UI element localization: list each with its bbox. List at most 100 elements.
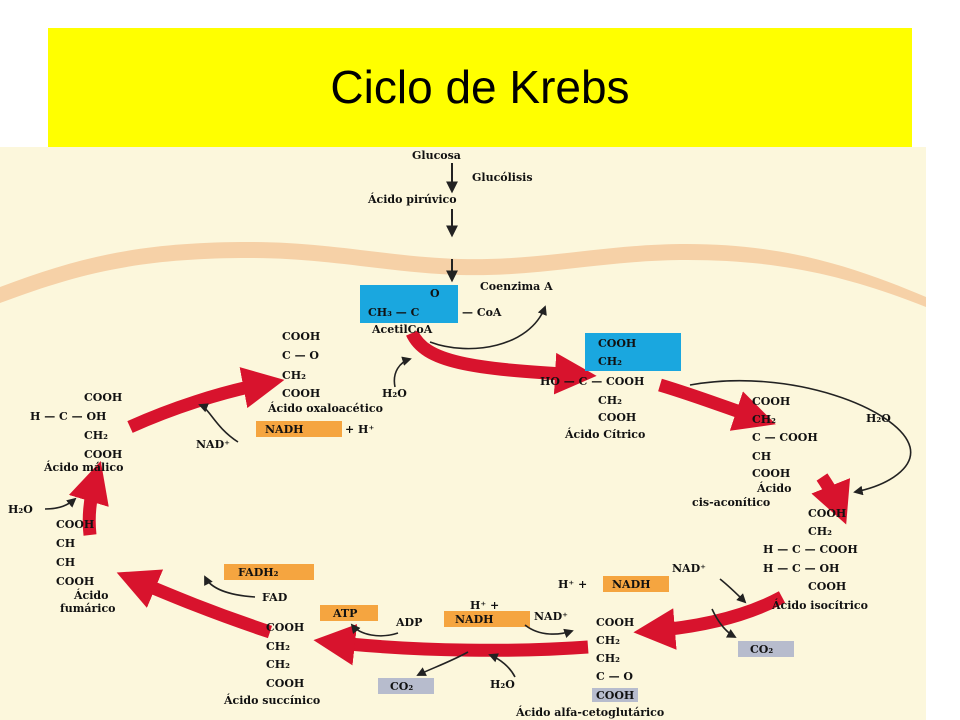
ketoglutaric-l3: CH₂ — [596, 652, 620, 665]
label-acetyl-coa: AcetilCoA — [371, 323, 433, 336]
arrow-fad-reduction — [204, 575, 256, 598]
fumaric-name2: fumárico — [60, 602, 116, 615]
citric-l5: COOH — [598, 411, 636, 424]
malate-nad: NAD⁺ — [196, 438, 230, 451]
citric-l3: HO — C — COOH — [540, 375, 644, 388]
arrow-ketoglutaric-to-succinic — [313, 624, 589, 666]
arrow-isocitric-to-ketoglutaric — [633, 591, 786, 650]
isocitric-l4: H — C — OH — [763, 562, 839, 575]
nadh-box-1 — [256, 421, 342, 437]
ketoglutaric-hplus: H⁺ + — [470, 599, 499, 612]
fumaric-l1: COOH — [56, 518, 94, 531]
succinic-l2: CH₂ — [266, 640, 290, 653]
fumaric-name1: Ácido — [73, 588, 108, 602]
malic-l3: CH₂ — [84, 429, 108, 442]
nadh-box-3 — [444, 611, 530, 627]
cisaconitic-l4: CH — [752, 450, 771, 463]
oxaloacetic-l1: COOH — [282, 330, 320, 343]
ketoglutaric-name: Ácido alfa-cetoglutárico — [515, 705, 664, 719]
ketoglutaric-nadh: NADH — [455, 613, 494, 626]
mitochondrial-membrane — [0, 242, 926, 307]
malate-nadh: NADH — [265, 423, 304, 436]
cisaconitic-l3: C — COOH — [752, 431, 818, 444]
acetyl-coa-box — [360, 285, 458, 323]
arrow-isocitric-nad — [719, 578, 747, 604]
arrow-ketoglutaric-nad — [524, 624, 574, 638]
acetyl-coa-group: — CoA — [462, 306, 502, 319]
malic-l1: COOH — [84, 391, 122, 404]
malate-hplus: + H⁺ — [345, 423, 374, 436]
cisaconitic-l2: CH₂ — [752, 413, 776, 426]
fumaric-l4: COOH — [56, 575, 94, 588]
arrow-malic-to-oxaloacetic — [127, 367, 285, 433]
citric-box — [585, 333, 681, 371]
cisaconitic-l1: COOH — [752, 395, 790, 408]
arrow-ketoglutaric-co2 — [416, 651, 469, 676]
label-glycolysis: Glucólisis — [472, 171, 533, 184]
cisaconitic-water: H₂O — [866, 412, 891, 425]
acetyl-ch3: CH₃ — C — [368, 306, 420, 319]
isocitric-name: Ácido isocítrico — [771, 598, 868, 612]
acetyl-o: O — [430, 287, 440, 300]
isocitric-co2: CO₂ — [750, 643, 773, 656]
title-bar: Ciclo de Krebs — [48, 28, 912, 148]
fumaric-fadh: FADH₂ — [238, 566, 279, 579]
oxaloacetic-l4: COOH — [282, 387, 320, 400]
malic-l2: H — C — OH — [30, 410, 106, 423]
arrow-acetyl-to-citric — [406, 329, 597, 395]
succinic-l1: COOH — [266, 621, 304, 634]
malic-name: Ácido málico — [43, 460, 123, 474]
fumaric-water: H₂O — [8, 503, 33, 516]
fumaric-fad: FAD — [262, 591, 288, 604]
malic-l4: COOH — [84, 448, 122, 461]
ketoglutaric-co2: CO₂ — [390, 680, 413, 693]
cisaconitic-name1: Ácido — [756, 481, 791, 495]
arrow-water-fumaric — [44, 497, 77, 510]
label-glucose: Glucosa — [412, 149, 461, 162]
arrow-succinic-to-fumaric — [116, 569, 273, 639]
succinic-l3: CH₂ — [266, 658, 290, 671]
arrow-cisaconitic-to-isocitric — [811, 473, 851, 525]
oxaloacetic-water: H₂O — [382, 387, 407, 400]
arrow-fumaric-to-malic — [68, 461, 109, 536]
arrow-water-ketoglutaric — [488, 653, 516, 678]
isocitric-l1: COOH — [808, 507, 846, 520]
slide-title: Ciclo de Krebs — [330, 61, 630, 113]
arrow-citric-to-cisaconitic — [658, 378, 776, 431]
arrow-coenzyme-release — [429, 305, 547, 350]
arrow-adp-to-atp — [350, 623, 399, 637]
arrow-nad-reduction — [198, 403, 239, 443]
succinic-atp: ATP — [332, 607, 357, 620]
citric-l1: COOH — [598, 337, 636, 350]
oxaloacetic-l3: CH₂ — [282, 369, 306, 382]
ketoglutaric-nad: NAD⁺ — [534, 610, 568, 623]
fadh-box — [224, 564, 314, 580]
isocitric-nad: NAD⁺ — [672, 562, 706, 575]
isocitric-l5: COOH — [808, 580, 846, 593]
isocitric-hplus: H⁺ + — [558, 578, 587, 591]
cisaconitic-l5: COOH — [752, 467, 790, 480]
label-pyruvic: Ácido pirúvico — [367, 192, 457, 206]
ketoglutaric-l1: COOH — [596, 616, 634, 629]
citric-l2: CH₂ — [598, 355, 622, 368]
oxaloacetic-l2: C — O — [282, 349, 319, 362]
ketoglutaric-l2: CH₂ — [596, 634, 620, 647]
nadh-box-2 — [603, 576, 669, 592]
isocitric-l3: H — C — COOH — [763, 543, 858, 556]
co2-box-2 — [378, 678, 434, 694]
isocitric-l2: CH₂ — [808, 525, 832, 538]
atp-box — [320, 605, 378, 621]
krebs-cycle-svg: Glucosa Glucólisis Ácido pirúvico Coenzi… — [0, 149, 926, 719]
krebs-cycle-diagram: Glucosa Glucólisis Ácido pirúvico Coenzi… — [0, 147, 926, 720]
oxaloacetic-name: Ácido oxaloacético — [267, 401, 383, 415]
succinic-name: Ácido succínico — [223, 693, 320, 707]
fumaric-l3: CH — [56, 556, 75, 569]
isocitric-nadh: NADH — [612, 578, 651, 591]
succinic-l4: COOH — [266, 677, 304, 690]
label-coenzyme-a: Coenzima A — [480, 280, 553, 293]
ketoglutaric-l5: COOH — [596, 689, 634, 702]
citric-name: Ácido Cítrico — [564, 427, 645, 441]
ketoglutaric-l4: C — O — [596, 670, 633, 683]
cooh-highlight — [592, 688, 638, 702]
ketoglutaric-water: H₂O — [490, 678, 515, 691]
